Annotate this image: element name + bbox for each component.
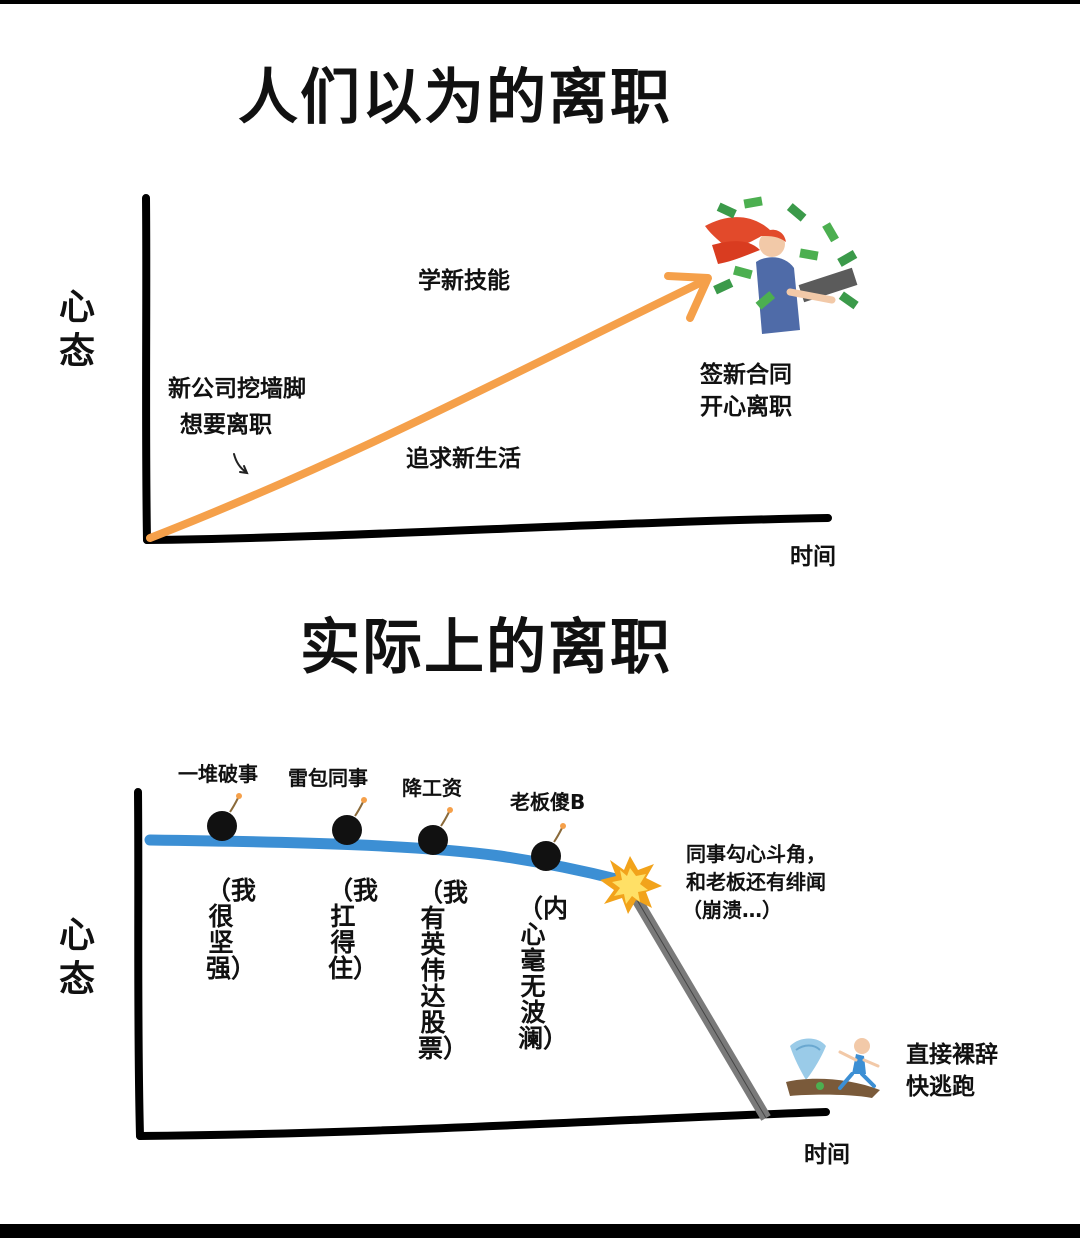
bomb-icon <box>418 807 453 855</box>
bomb-thought: （我扛得住） <box>328 876 379 983</box>
bomb-thought: （内心毫无波澜） <box>518 894 569 1053</box>
bomb-label: 一堆破事 <box>178 762 258 786</box>
end-note-line2: 快逃跑 <box>906 1074 975 1100</box>
end-note-line1: 直接裸辞 <box>906 1042 998 1068</box>
top-y-axis-label: 心态 <box>58 287 95 372</box>
top-rising-line <box>146 276 710 542</box>
explosion-icon <box>600 856 662 914</box>
explosion-note-line2: 和老板还有绯闻 <box>686 870 826 894</box>
note-new-life: 追求新生活 <box>406 446 521 472</box>
bottom-chart-title: 实际上的离职 <box>300 613 672 683</box>
note-sign-contract: 签新合同 <box>700 362 792 388</box>
bomb-label: 老板傻B <box>510 790 586 814</box>
bottom-x-axis-label: 时间 <box>804 1142 850 1168</box>
happy-woman-illustration <box>705 196 859 334</box>
bottom-y-axis <box>134 788 144 1140</box>
top-arrow-head <box>664 272 712 322</box>
running-person-illustration <box>786 1038 880 1098</box>
explosion-note-line3: （崩溃…） <box>682 898 782 922</box>
top-y-axis <box>142 194 151 544</box>
bomb-icon <box>332 797 367 845</box>
bottom-border <box>0 1224 1080 1238</box>
bomb-icon <box>207 793 242 841</box>
bottom-y-axis-label: 心态 <box>58 915 95 1000</box>
top-border <box>0 0 1080 4</box>
bomb-label: 降工资 <box>402 776 462 800</box>
bomb-label: 雷包同事 <box>288 766 368 790</box>
top-x-axis <box>143 514 832 544</box>
bomb-thought: （我有英伟达股票） <box>418 878 469 1063</box>
top-chart-title: 人们以为的离职 <box>238 63 672 133</box>
explosion-note-line1: 同事勾心斗角， <box>686 842 826 866</box>
top-x-axis-label: 时间 <box>790 544 836 570</box>
bomb-thought: （我很坚强） <box>206 876 257 983</box>
note-want-quit: 想要离职 <box>180 412 272 438</box>
note-poached: 新公司挖墙脚 <box>168 376 306 402</box>
bomb-icon <box>531 823 566 871</box>
note-learn-skills: 学新技能 <box>418 268 510 294</box>
pointer-curve <box>233 453 249 475</box>
bottom-mood-line <box>144 834 626 886</box>
bottom-x-axis <box>136 1108 830 1140</box>
note-happy-quit: 开心离职 <box>700 394 792 420</box>
